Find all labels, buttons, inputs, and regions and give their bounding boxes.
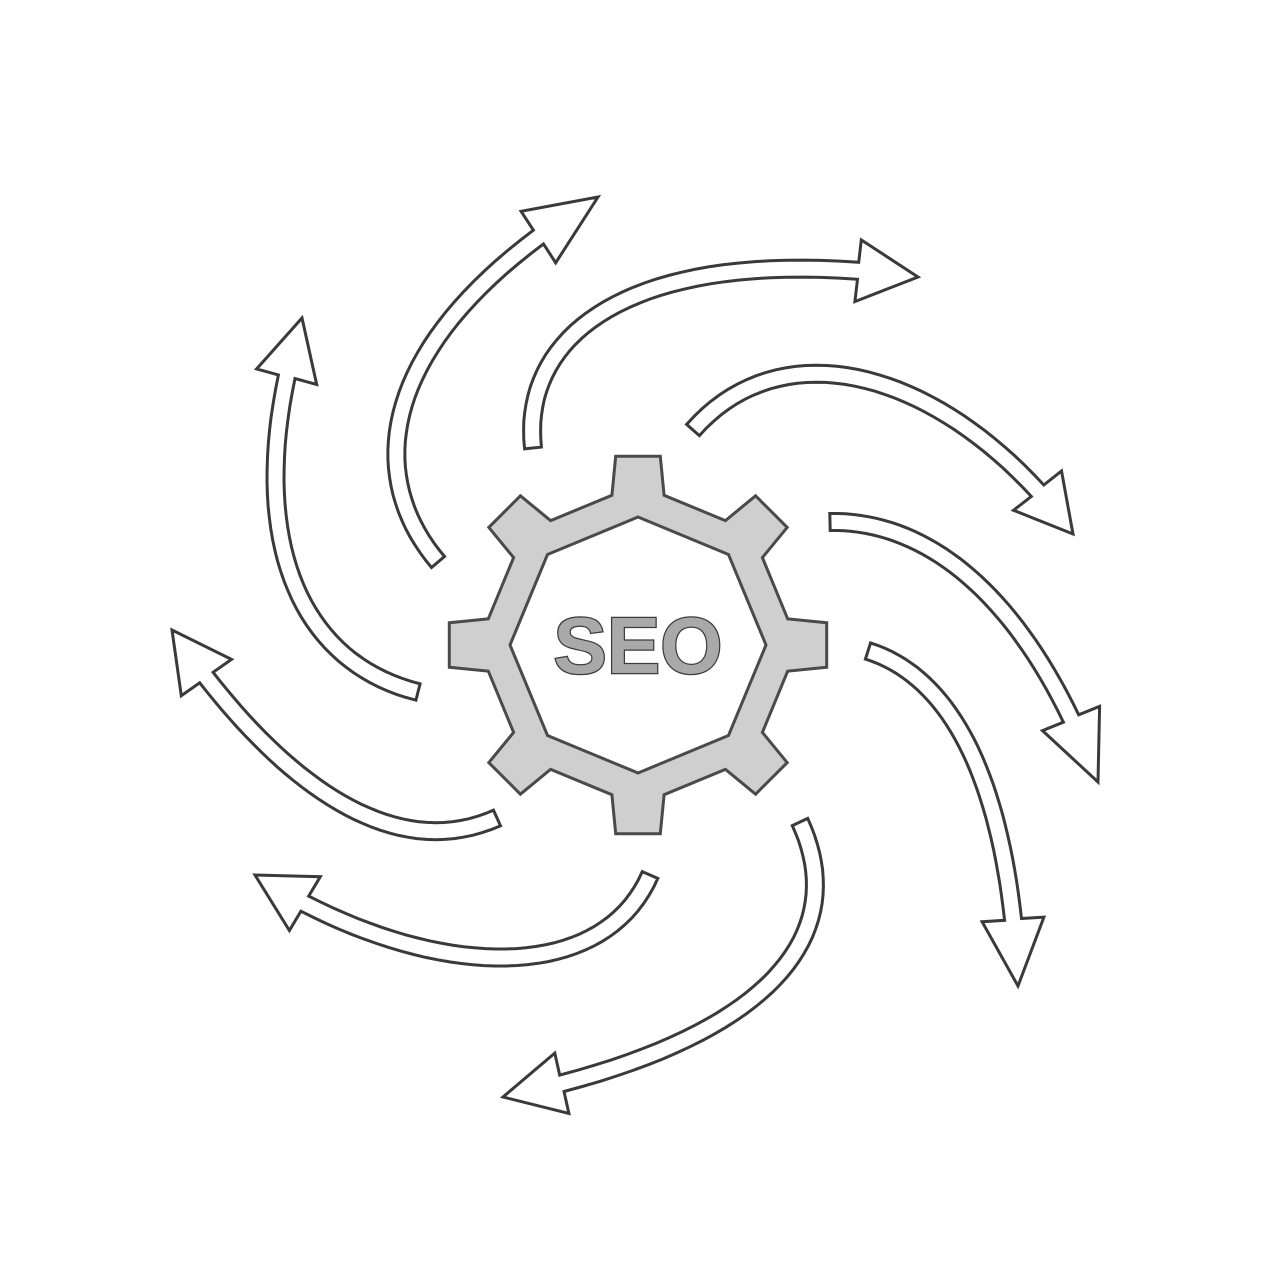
arrow-lower-right — [828, 512, 1102, 786]
curved-arrow-icon — [499, 816, 825, 1116]
curved-arrow-icon — [863, 640, 1047, 990]
seo-label: SEO — [554, 601, 723, 690]
arrow-right — [684, 363, 1075, 537]
curved-arrow-icon — [828, 512, 1102, 786]
gear-icon: SEO — [447, 454, 829, 836]
arrow-down-right — [863, 640, 1047, 990]
curved-arrow-icon — [386, 194, 602, 570]
arrow-upper-right — [522, 237, 922, 451]
curved-arrow-icon — [522, 237, 922, 451]
gear-center — [508, 515, 768, 775]
curved-arrow-icon — [252, 869, 660, 968]
arrow-left — [170, 627, 503, 842]
arrow-down — [499, 816, 825, 1116]
curved-arrow-icon — [170, 627, 503, 842]
curved-arrow-icon — [253, 314, 422, 703]
arrow-upper-left — [253, 314, 422, 703]
arrow-up — [386, 194, 602, 570]
curved-arrow-icon — [684, 363, 1075, 537]
arrow-lower-left — [252, 869, 660, 968]
